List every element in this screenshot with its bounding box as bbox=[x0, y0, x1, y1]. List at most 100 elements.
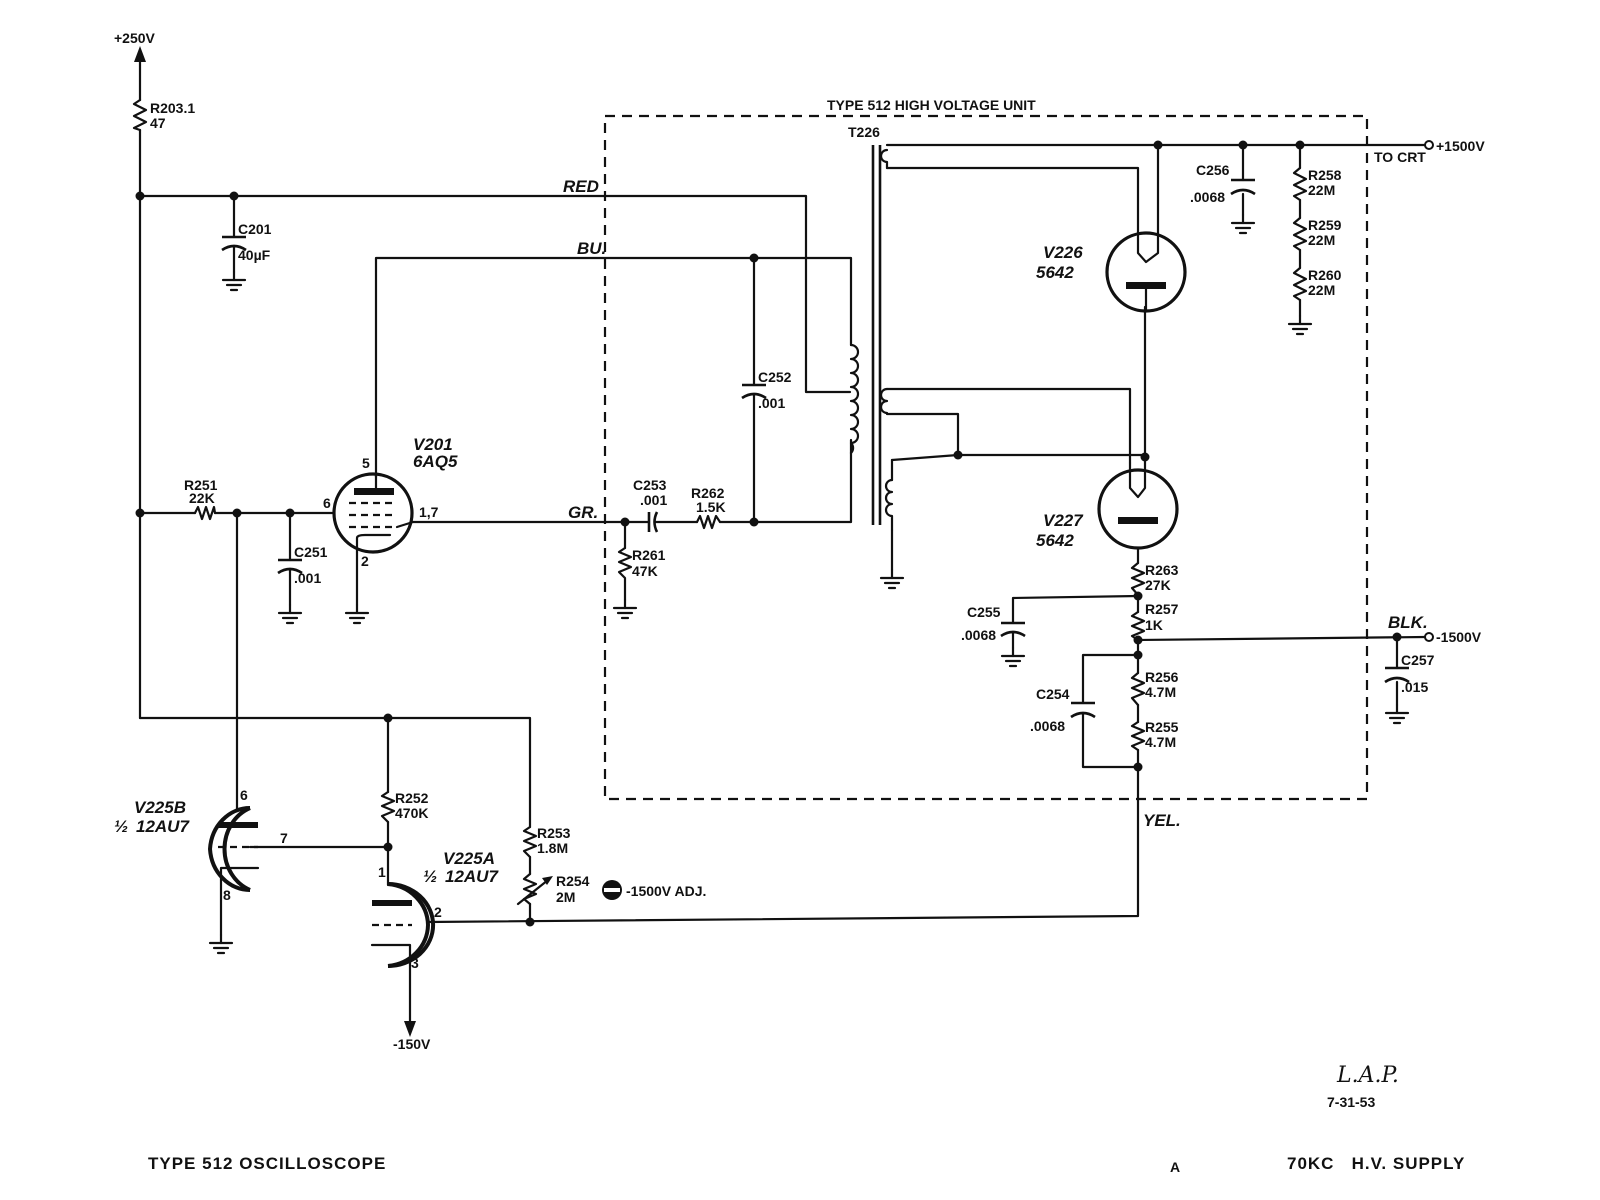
r259-val: 22M bbox=[1308, 232, 1335, 248]
r259-ref: R259 bbox=[1308, 217, 1342, 233]
c254-val: .0068 bbox=[1030, 718, 1065, 734]
ground-icon bbox=[612, 598, 638, 620]
signature-initials: L.A.P. bbox=[1336, 1063, 1399, 1088]
resistor-r261 bbox=[617, 546, 633, 602]
r254-ref: R254 bbox=[556, 873, 590, 889]
tube-v225a bbox=[370, 882, 436, 968]
v225a-type: 12AU7 bbox=[445, 867, 499, 886]
r2031-ref: R203.1 bbox=[150, 100, 195, 116]
r258-val: 22M bbox=[1308, 182, 1335, 198]
r255-val: 4.7M bbox=[1145, 734, 1176, 750]
minus1500-label: -1500V bbox=[1436, 629, 1482, 645]
r263-ref: R263 bbox=[1145, 562, 1179, 578]
tube-v226 bbox=[1105, 231, 1187, 313]
plus1500-label: +1500V bbox=[1436, 138, 1485, 154]
potentiometer-r254[interactable] bbox=[516, 872, 622, 906]
pin-label: 6 bbox=[323, 495, 331, 511]
pin-label: 1 bbox=[378, 864, 386, 880]
pin-label: 2 bbox=[361, 553, 369, 569]
transformer-label: T226 bbox=[848, 124, 880, 140]
wiring bbox=[134, 46, 1427, 1037]
transformer-t226 bbox=[849, 145, 894, 532]
c255-ref: C255 bbox=[967, 604, 1001, 620]
r253-ref: R253 bbox=[537, 825, 571, 841]
r261-ref: R261 bbox=[632, 547, 666, 563]
c252-val: .001 bbox=[758, 395, 785, 411]
c251-ref: C251 bbox=[294, 544, 328, 560]
wire-yellow-label: YEL. bbox=[1143, 811, 1181, 830]
footer-title: TYPE 512 OSCILLOSCOPE bbox=[148, 1154, 386, 1173]
resistor-r252 bbox=[380, 790, 396, 824]
labels: +250V -150V TYPE 512 HIGH VOLTAGE UNIT T… bbox=[114, 30, 1485, 1175]
rail-minus150-label: -150V bbox=[393, 1036, 431, 1052]
resistor-r259 bbox=[1292, 216, 1308, 252]
c254-ref: C254 bbox=[1036, 686, 1070, 702]
to-crt-label: TO CRT bbox=[1374, 149, 1426, 165]
c251-val: .001 bbox=[294, 570, 321, 586]
c255-val: .0068 bbox=[961, 627, 996, 643]
tube-v201 bbox=[332, 472, 415, 554]
r251-val: 22K bbox=[189, 490, 215, 506]
r260-val: 22M bbox=[1308, 282, 1335, 298]
rail-plus250-label: +250V bbox=[114, 30, 156, 46]
c257-val: .015 bbox=[1401, 679, 1428, 695]
c253-val: .001 bbox=[640, 492, 667, 508]
r255-ref: R255 bbox=[1145, 719, 1179, 735]
ground-icon bbox=[1287, 314, 1313, 336]
v227-type: 5642 bbox=[1036, 531, 1074, 550]
pin-label: 1,7 bbox=[419, 504, 439, 520]
capacitor-c252 bbox=[741, 383, 767, 400]
ground-icon bbox=[208, 933, 234, 955]
v225b-half: ½ bbox=[114, 817, 128, 836]
v226-type: 5642 bbox=[1036, 263, 1074, 282]
v201-ref: V201 bbox=[413, 435, 453, 454]
r256-ref: R256 bbox=[1145, 669, 1179, 685]
r2031-val: 47 bbox=[150, 115, 166, 131]
junction-dots bbox=[135, 140, 1434, 927]
v225b-type: 12AU7 bbox=[136, 817, 190, 836]
r252-val: 470K bbox=[395, 805, 428, 821]
r263-val: 27K bbox=[1145, 577, 1171, 593]
resistor-r255 bbox=[1130, 720, 1146, 752]
hv-unit-boundary bbox=[603, 114, 1369, 801]
pin-label: 3 bbox=[411, 955, 419, 971]
pin-label: 5 bbox=[362, 455, 370, 471]
c256-ref: C256 bbox=[1196, 162, 1230, 178]
r252-ref: R252 bbox=[395, 790, 429, 806]
c252-ref: C252 bbox=[758, 369, 792, 385]
v225a-ref: V225A bbox=[443, 849, 495, 868]
r262-ref: R262 bbox=[691, 485, 725, 501]
adjust-label: -1500V ADJ. bbox=[626, 883, 706, 899]
capacitor-c256 bbox=[1230, 178, 1256, 235]
capacitor-c251 bbox=[277, 558, 303, 625]
r256-val: 4.7M bbox=[1145, 684, 1176, 700]
v227-ref: V227 bbox=[1043, 511, 1084, 530]
unit-title: TYPE 512 HIGH VOLTAGE UNIT bbox=[827, 97, 1036, 113]
pin-label: 7 bbox=[280, 830, 288, 846]
r257-ref: R257 bbox=[1145, 601, 1179, 617]
capacitor-c257 bbox=[1384, 666, 1410, 725]
signature-date: 7-31-53 bbox=[1327, 1094, 1375, 1110]
c201-ref: C201 bbox=[238, 221, 272, 237]
pin-label: 8 bbox=[223, 887, 231, 903]
r254-val: 2M bbox=[556, 889, 575, 905]
v226-ref: V226 bbox=[1043, 243, 1083, 262]
resistor-r253 bbox=[522, 825, 538, 859]
wire-green-label: GR. bbox=[568, 503, 598, 522]
r253-val: 1.8M bbox=[537, 840, 568, 856]
pin-label: 2 bbox=[434, 904, 442, 920]
v225a-half: ½ bbox=[423, 867, 437, 886]
v225b-ref: V225B bbox=[134, 798, 186, 817]
footer-subtitle: 70KC H.V. SUPPLY bbox=[1287, 1154, 1465, 1173]
capacitor-c201 bbox=[221, 235, 247, 292]
resistor-r262 bbox=[695, 514, 722, 530]
wire-blue-label: BU. bbox=[577, 239, 606, 258]
r257-val: 1K bbox=[1145, 617, 1163, 633]
capacitor-c255 bbox=[1000, 621, 1026, 668]
resistor-r257 bbox=[1130, 610, 1146, 642]
resistor-r263 bbox=[1130, 561, 1146, 597]
resistor-r256 bbox=[1130, 671, 1146, 707]
footer-mark: A bbox=[1170, 1159, 1180, 1175]
pin-label: 6 bbox=[240, 787, 248, 803]
